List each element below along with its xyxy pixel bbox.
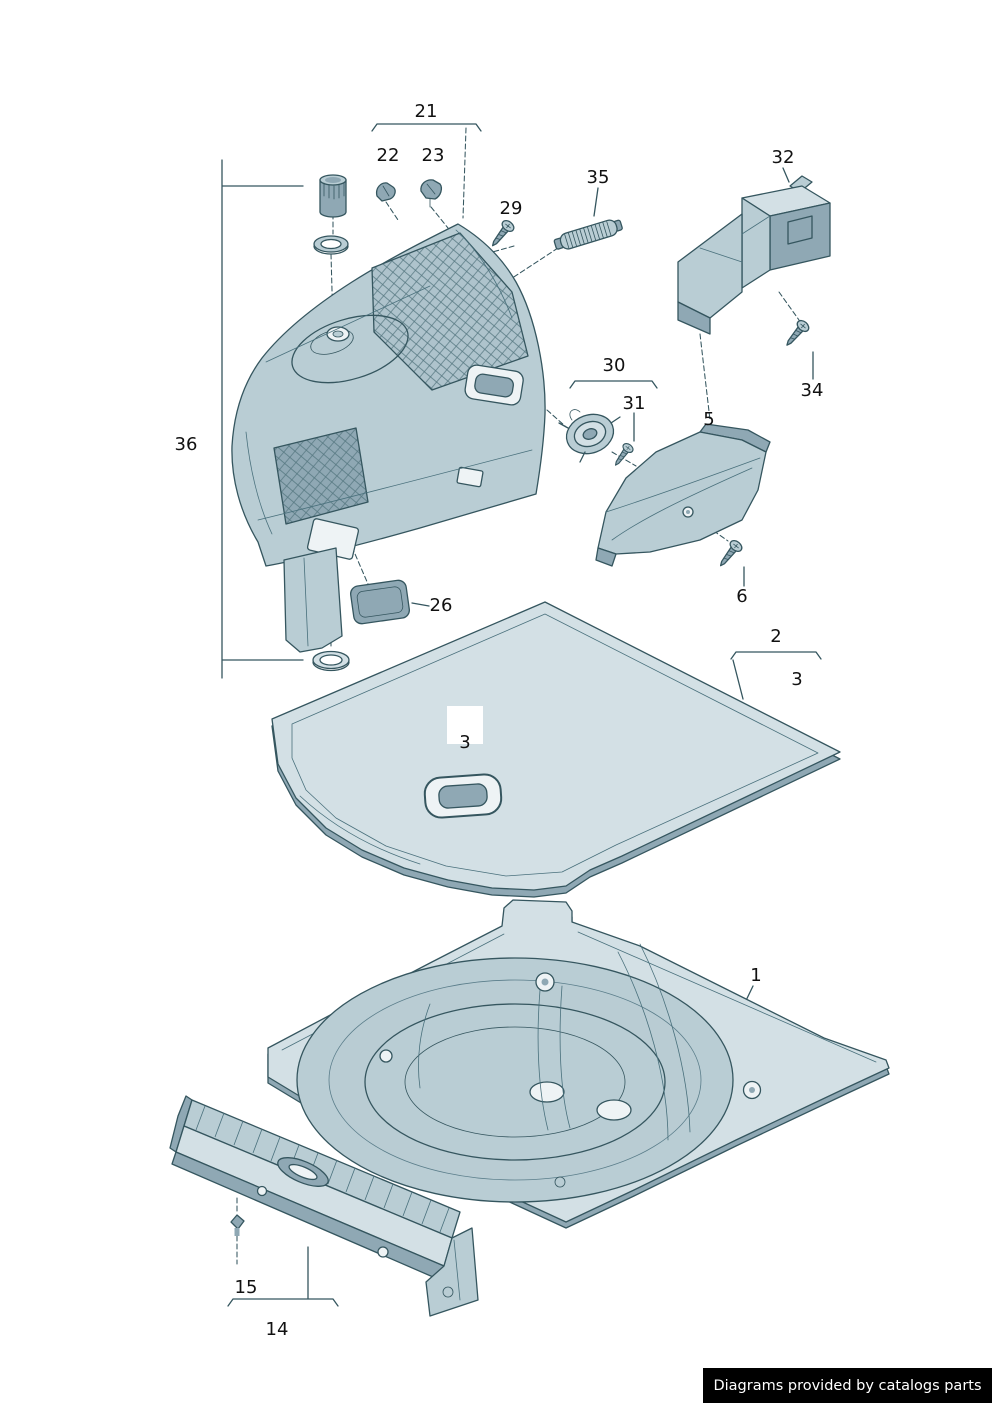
part-label-23[interactable]: 23	[421, 145, 445, 166]
floor-handle	[423, 773, 503, 819]
sill-strip-35	[553, 219, 623, 250]
part-label-35[interactable]: 35	[586, 167, 610, 188]
floor-pan	[267, 899, 890, 1229]
bracket-21	[371, 123, 482, 132]
bracket-32-part	[677, 175, 831, 335]
armrest-recess	[291, 314, 409, 384]
bracket-36	[221, 159, 304, 679]
clip-23	[420, 179, 442, 208]
power-socket-cylinder	[319, 174, 347, 218]
part-label-6[interactable]: 6	[736, 586, 748, 607]
screw-29	[486, 217, 517, 251]
part-label-26[interactable]: 26	[429, 595, 453, 616]
part-label-31[interactable]: 31	[622, 393, 646, 414]
stowage-mat-26	[350, 579, 410, 625]
part-label-32[interactable]: 32	[771, 147, 795, 168]
screw-34	[781, 317, 812, 350]
part-label-34[interactable]: 34	[800, 380, 824, 401]
part-label-1[interactable]: 1	[750, 965, 762, 986]
footer-credit-bar: Diagrams provided by catalogs parts	[703, 1368, 992, 1403]
bracket-2-3	[730, 651, 822, 700]
socket-ring-upper	[313, 235, 349, 255]
label-backdrop	[447, 706, 483, 744]
lower-flap	[283, 547, 343, 653]
rear-trim-panel-5	[595, 423, 771, 567]
part-label-14[interactable]: 14	[265, 1319, 289, 1340]
part-label-5[interactable]: 5	[703, 409, 715, 430]
part-label-29[interactable]: 29	[499, 198, 523, 219]
handle-cutout	[464, 364, 524, 406]
sill-trim-panel	[169, 1095, 479, 1317]
footer-credit-text: Diagrams provided by catalogs parts	[713, 1377, 982, 1394]
part-label-22[interactable]: 22	[376, 145, 400, 166]
screw-6	[714, 537, 745, 571]
sill-slot	[277, 1157, 329, 1187]
small-cutout	[456, 466, 484, 488]
part-label-2[interactable]: 2	[770, 626, 782, 647]
part-label-15[interactable]: 15	[234, 1277, 258, 1298]
part-label-21[interactable]: 21	[414, 101, 438, 122]
part-label-36[interactable]: 36	[174, 434, 198, 455]
screw-31	[610, 441, 636, 469]
bracket-30	[569, 380, 658, 389]
part-label-3[interactable]: 3	[791, 669, 803, 690]
grommet-30	[558, 409, 621, 463]
part-label-30[interactable]: 30	[602, 355, 626, 376]
side-trim-panel	[231, 223, 546, 567]
load-floor-mat	[271, 601, 841, 898]
clip-22	[375, 182, 396, 202]
socket-ring-lower	[312, 650, 350, 672]
clip-15	[230, 1214, 245, 1236]
grille-mesh	[371, 232, 529, 391]
net-pocket	[273, 427, 369, 525]
part-label-3b[interactable]: 3	[459, 732, 471, 753]
bracket-14	[227, 1246, 339, 1307]
